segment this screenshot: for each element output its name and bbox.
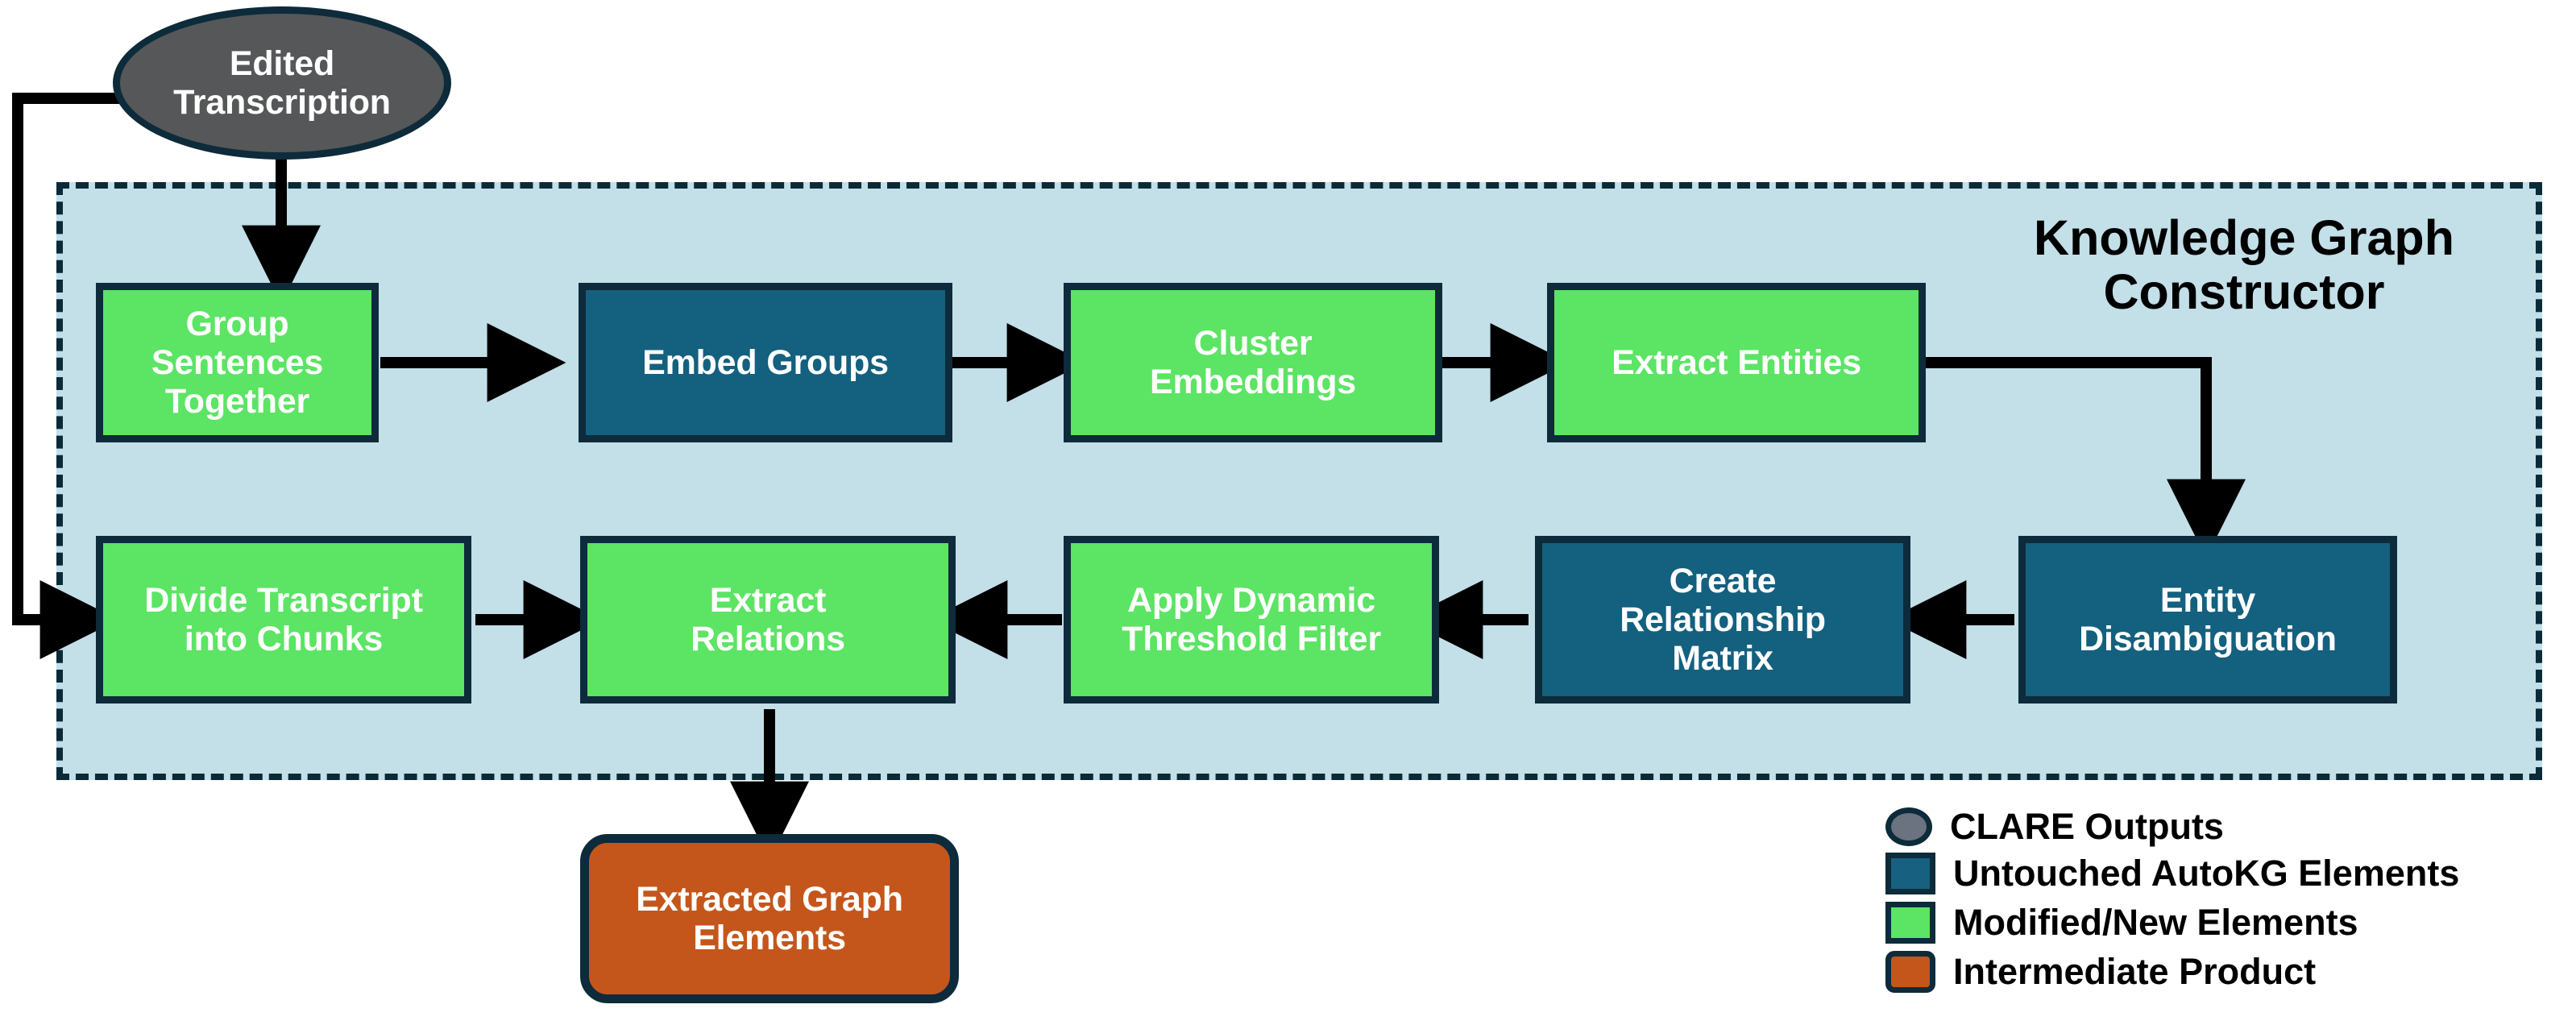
node-create-relationship-matrix[interactable]: Create Relationship Matrix bbox=[1535, 536, 1910, 703]
divide-transcript-line1: Divide Transcript bbox=[144, 580, 423, 620]
group-sentences-line2: Sentences bbox=[151, 342, 324, 382]
legend-label-clare-outputs: CLARE Outputs bbox=[1950, 806, 2224, 847]
legend: CLARE Outputs Untouched AutoKG Elements … bbox=[1885, 806, 2562, 1007]
extracted-graph-line1: Extracted Graph bbox=[636, 879, 903, 919]
node-extract-entities[interactable]: Extract Entities bbox=[1547, 283, 1926, 442]
relationship-matrix-line2: Relationship bbox=[1620, 600, 1826, 639]
node-divide-transcript-into-chunks[interactable]: Divide Transcript into Chunks bbox=[96, 536, 471, 703]
relationship-matrix-line1: Create bbox=[1669, 561, 1777, 600]
legend-item-clare-outputs: CLARE Outputs bbox=[1885, 806, 2224, 848]
node-apply-dynamic-threshold-filter[interactable]: Apply Dynamic Threshold Filter bbox=[1064, 536, 1439, 703]
arrow-feedback-transcription-to-divide bbox=[12, 93, 129, 659]
cluster-embeddings-line2: Embeddings bbox=[1149, 363, 1357, 401]
relationship-matrix-line3: Matrix bbox=[1672, 639, 1773, 679]
node-group-sentences-together[interactable]: Group Sentences Together bbox=[96, 283, 379, 442]
legend-item-modified-new: Modified/New Elements bbox=[1885, 902, 2358, 944]
node-edited-transcription[interactable]: Edited Transcription bbox=[113, 6, 451, 160]
edited-transcription-line1: Edited bbox=[229, 44, 335, 83]
legend-label-modified-new: Modified/New Elements bbox=[1953, 902, 2358, 943]
untouched-autokg-square-icon bbox=[1885, 853, 1935, 894]
group-sentences-line1: Group bbox=[185, 304, 289, 343]
cluster-embeddings-line1: Cluster bbox=[1193, 323, 1313, 363]
clare-output-ellipse-icon bbox=[1885, 807, 1932, 846]
node-entity-disambiguation[interactable]: Entity Disambiguation bbox=[2018, 536, 2397, 703]
arrow-entities-to-disambiguation bbox=[1926, 357, 2246, 558]
extract-entities-label: Extract Entities bbox=[1612, 342, 1861, 382]
edited-transcription-line2: Transcription bbox=[173, 83, 391, 122]
intermediate-product-square-icon bbox=[1885, 951, 1935, 993]
extract-relations-line1: Extract bbox=[709, 580, 827, 620]
node-extract-relations[interactable]: Extract Relations bbox=[580, 536, 956, 703]
divide-transcript-line2: into Chunks bbox=[184, 620, 384, 658]
node-embed-groups[interactable]: Embed Groups bbox=[579, 283, 952, 442]
extract-relations-line2: Relations bbox=[691, 620, 845, 658]
group-sentences-line3: Together bbox=[164, 382, 310, 421]
entity-disambiguation-line2: Disambiguation bbox=[2079, 620, 2337, 658]
knowledge-graph-constructor-title: Knowledge Graph Constructor bbox=[1978, 210, 2510, 320]
legend-item-intermediate-product: Intermediate Product bbox=[1885, 951, 2316, 993]
legend-label-intermediate-product: Intermediate Product bbox=[1953, 951, 2317, 992]
legend-item-untouched-autokg: Untouched AutoKG Elements bbox=[1885, 853, 2459, 894]
threshold-filter-line1: Apply Dynamic bbox=[1126, 580, 1376, 620]
entity-disambiguation-line1: Entity bbox=[2159, 580, 2256, 620]
kg-title-line1: Knowledge Graph bbox=[2034, 210, 2454, 265]
extracted-graph-line2: Elements bbox=[693, 919, 846, 957]
modified-new-square-icon bbox=[1885, 902, 1935, 944]
node-extracted-graph-elements[interactable]: Extracted Graph Elements bbox=[580, 834, 959, 1003]
node-cluster-embeddings[interactable]: Cluster Embeddings bbox=[1064, 283, 1442, 442]
embed-groups-label: Embed Groups bbox=[642, 342, 889, 382]
kg-title-line2: Constructor bbox=[2103, 264, 2385, 320]
legend-label-untouched-autokg: Untouched AutoKG Elements bbox=[1953, 853, 2460, 894]
threshold-filter-line2: Threshold Filter bbox=[1122, 620, 1381, 658]
